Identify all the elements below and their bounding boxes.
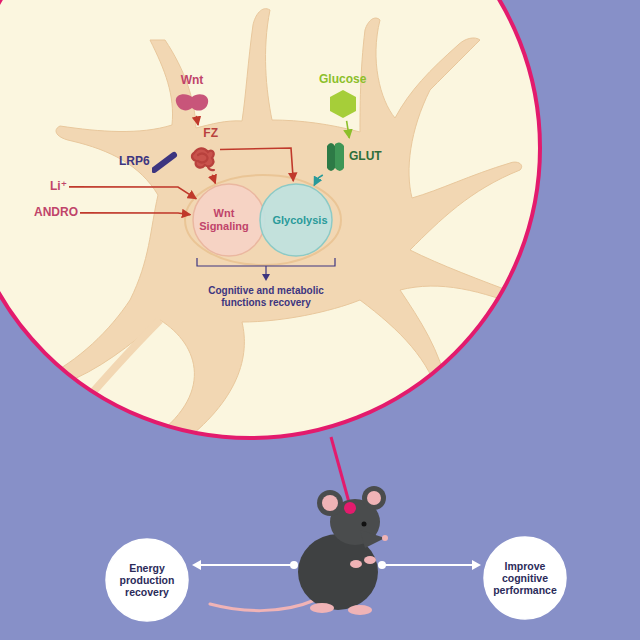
outcome-label: Cognitive and metabolic functions recove… [191,285,341,309]
node-text: Improve cognitive performance [492,560,558,596]
node-text: GLUT [349,150,382,164]
frizzled-receptor: FZ [188,127,218,173]
pathway-arrow [220,148,293,181]
zoom-circle-border [0,0,540,438]
node-text: ANDRO [34,206,78,220]
neuron-body [36,9,532,446]
node-text: Energy production recovery [114,562,180,598]
lithium-label-node: Li⁺ [50,180,67,194]
glucose-molecule-icon [328,89,358,119]
glut-transporter-icon [323,140,347,174]
pathway-arrow [314,175,323,186]
pathway-arrow [69,187,196,199]
node-text: LRP6 [119,155,150,169]
outcome-arrows [192,560,481,570]
lrp6-coreceptor: LRP6 [119,151,178,173]
process-circle: Wnt Signaling [192,183,266,257]
node-text: Li⁺ [50,180,67,194]
node-text: FZ [203,127,218,141]
outcome-circle: Energy production recovery [105,538,189,622]
glucose-molecule: Glucose [319,73,366,119]
glut-transporter: GLUT [323,140,382,174]
bracket [197,258,335,275]
pathway-arrow [212,175,215,184]
mouse-illustration [210,486,388,615]
axon [0,320,160,480]
pathway-arrow [80,213,190,215]
node-text: Glucose [319,73,366,87]
pathway-arrow [347,121,350,138]
process-circle: Glycolysis [259,183,333,257]
wnt-ligand: Wnt [172,74,212,114]
outcome-circle: Improve cognitive performance [483,536,567,620]
bracket-arrowhead [262,274,270,281]
andro-label-node: ANDRO [34,206,78,220]
wnt-ligand-icon [172,90,212,114]
node-text: Wnt Signaling [196,207,252,232]
process-ring [185,175,341,265]
frizzled-receptor-icon [188,143,218,173]
pathway-arrow [196,116,198,125]
node-text: Wnt [181,74,204,88]
node-text: Glycolysis [272,214,327,227]
lrp6-coreceptor-icon [152,151,178,173]
